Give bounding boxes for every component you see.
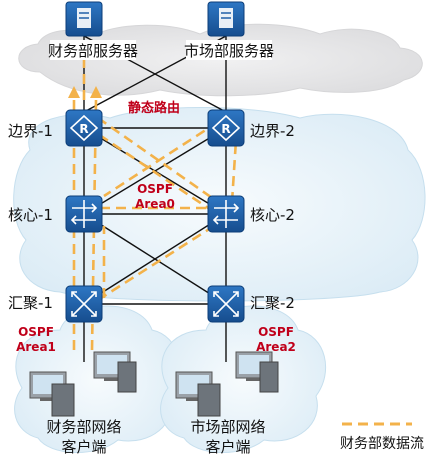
finance-clients[interactable]: 财务部网络 客户端 <box>29 351 137 456</box>
svg-text:R: R <box>221 122 230 136</box>
flow-core2-edge1 <box>97 132 215 214</box>
core2-label: 核心-2 <box>250 206 295 224</box>
market-server-label: 市场部服务器 <box>184 42 274 60</box>
pc-icon <box>235 351 279 393</box>
flow-arrowhead-left <box>68 86 80 98</box>
ospf-area0-line1: OSPF <box>137 182 173 196</box>
svg-text:R: R <box>79 122 88 136</box>
market-client-label-2: 客户端 <box>205 438 250 456</box>
pc-icon <box>93 351 137 393</box>
core1-label: 核心-1 <box>8 206 53 224</box>
legend: 财务部数据流 <box>340 422 424 452</box>
static-route-label: 静态路由 <box>128 100 180 116</box>
flow-arrowhead-mid <box>90 86 102 98</box>
switch-core2[interactable]: 核心-2 <box>207 195 295 233</box>
router-edge2[interactable]: R 边界-2 <box>207 109 295 147</box>
finance-server-label: 财务部服务器 <box>48 42 138 60</box>
router-icon <box>65 109 103 147</box>
market-clients[interactable]: 市场部网络 客户端 <box>175 351 279 456</box>
legend-label: 财务部数据流 <box>340 436 424 452</box>
agg2-label: 汇聚-2 <box>250 294 295 312</box>
finance-client-label-1: 财务部网络 <box>46 418 121 436</box>
finance-client-label-2: 客户端 <box>61 438 106 456</box>
flow-edge2-cross <box>103 120 219 198</box>
market-client-label-1: 市场部网络 <box>190 418 265 436</box>
switch-core1[interactable]: 核心-1 <box>8 195 103 233</box>
switch-agg2[interactable]: 汇聚-2 <box>207 285 295 323</box>
ospf-area1-line2: Area1 <box>16 340 56 354</box>
link-core2-agg1 <box>83 213 227 305</box>
ospf-area0-line2: Area0 <box>135 197 175 211</box>
ospf-area1-line1: OSPF <box>18 325 54 339</box>
finance-server[interactable]: 财务部服务器 <box>48 1 138 60</box>
market-server[interactable]: 市场部服务器 <box>184 1 274 60</box>
flow-cross-core2 <box>97 224 215 302</box>
ospf-area2-line2: Area2 <box>256 340 296 354</box>
ospf-area2-line1: OSPF <box>258 325 294 339</box>
switch-agg1[interactable]: 汇聚-1 <box>8 285 103 323</box>
router-icon <box>207 109 245 147</box>
router-edge1[interactable]: R 边界-1 <box>8 109 103 147</box>
flow-core2-edge2 <box>230 139 238 203</box>
agg1-label: 汇聚-1 <box>8 294 53 312</box>
edge1-label: 边界-1 <box>8 122 53 140</box>
pc-icon <box>29 371 75 417</box>
pc-icon <box>175 371 221 417</box>
edge2-label: 边界-2 <box>250 122 295 140</box>
